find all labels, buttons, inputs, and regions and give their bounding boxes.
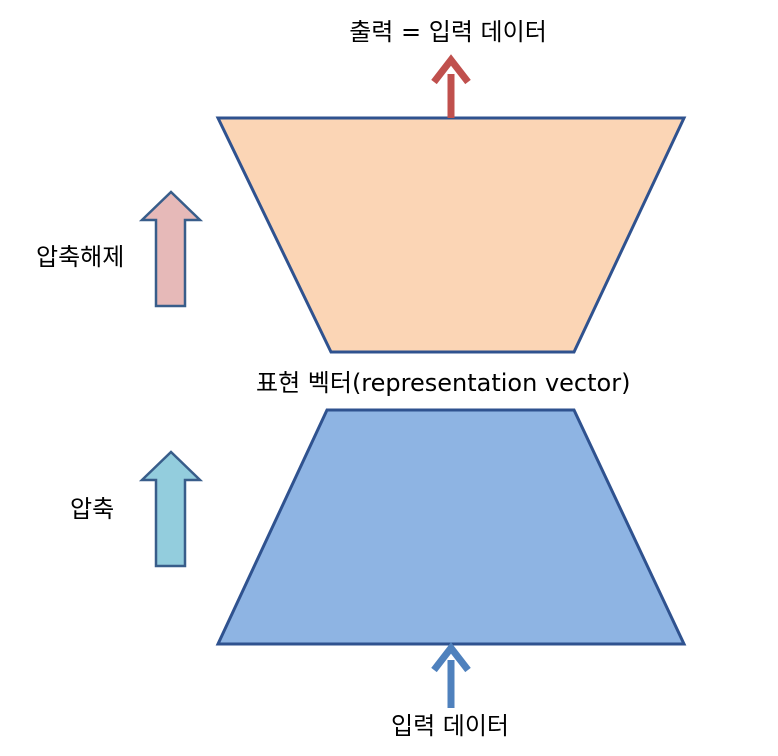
compress-label: 압축 bbox=[70, 495, 115, 523]
decompress-label: 압축해제 bbox=[36, 243, 125, 271]
decoder-trapezoid bbox=[215, 116, 687, 354]
input-label: 입력 데이터 bbox=[390, 712, 510, 740]
output-arrow bbox=[431, 54, 471, 118]
input-arrow bbox=[431, 642, 471, 708]
representation-vector-label: 표현 벡터(representation vector) bbox=[256, 369, 631, 397]
output-label: 출력 = 입력 데이터 bbox=[349, 18, 547, 46]
compress-block-arrow bbox=[138, 450, 204, 568]
encoder-trapezoid bbox=[215, 408, 687, 646]
decompress-block-arrow bbox=[138, 190, 204, 308]
